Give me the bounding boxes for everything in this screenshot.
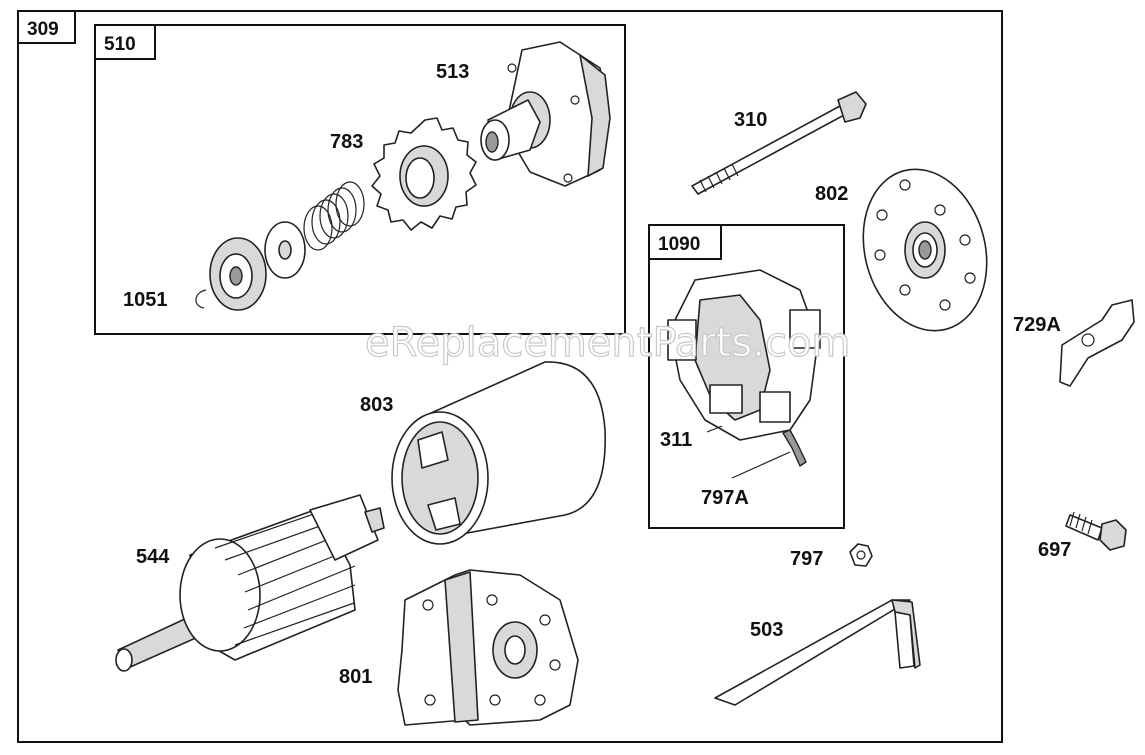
main-frame <box>17 10 1003 743</box>
part-washer <box>264 221 306 279</box>
part-803-frame-housing <box>391 361 606 545</box>
part-513-drive-housing <box>480 41 611 187</box>
drive-frame-label: 510 <box>104 34 136 55</box>
label-697: 697 <box>1038 539 1071 561</box>
part-729A-bracket <box>1059 299 1135 387</box>
label-310: 310 <box>734 109 767 131</box>
brush-frame-tag <box>648 224 722 260</box>
main-frame-tag <box>17 10 76 44</box>
label-729A: 729A <box>1013 314 1061 336</box>
label-503: 503 <box>750 619 783 641</box>
part-544-armature <box>115 494 385 672</box>
part-801-mounting-plate <box>397 569 579 726</box>
drive-frame <box>94 24 626 335</box>
label-797: 797 <box>790 548 823 570</box>
brush-frame-label: 1090 <box>658 234 700 255</box>
part-697-screw <box>1065 511 1127 551</box>
drive-frame-tag <box>94 24 156 60</box>
label-802: 802 <box>815 183 848 205</box>
part-stop-collar <box>209 237 267 311</box>
label-311: 311 <box>660 429 692 451</box>
brush-frame <box>648 224 845 529</box>
label-801: 801 <box>339 666 372 688</box>
main-frame-label: 309 <box>27 19 59 40</box>
label-783: 783 <box>330 131 363 153</box>
part-1051-retaining-ring <box>195 289 207 309</box>
label-797A: 797A <box>701 487 749 509</box>
part-310-through-bolt <box>691 91 867 195</box>
label-803: 803 <box>360 394 393 416</box>
watermark-text: eReplacementParts.com <box>365 320 850 366</box>
part-spring <box>303 181 365 251</box>
part-802-end-cap <box>862 168 988 332</box>
leader-311 <box>706 425 723 433</box>
label-513: 513 <box>436 61 469 83</box>
part-503-strap <box>714 599 921 706</box>
part-797-nut <box>849 543 873 567</box>
part-783-pinion-gear <box>371 117 477 231</box>
label-544: 544 <box>136 546 170 568</box>
part-1090-brush-holder <box>667 269 821 467</box>
label-1051: 1051 <box>123 289 168 311</box>
leader-797A <box>731 451 791 479</box>
